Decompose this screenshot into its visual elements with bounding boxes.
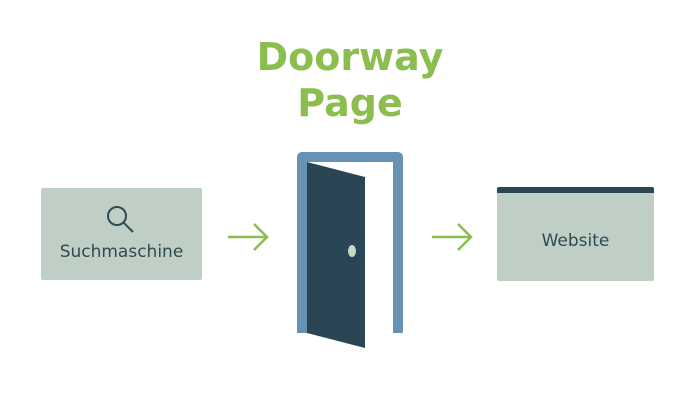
search-engine-node: Suchmaschine bbox=[41, 188, 202, 280]
title-line-2: Page bbox=[297, 81, 403, 125]
title-line-1: Doorway bbox=[256, 35, 444, 79]
door-icon bbox=[307, 162, 365, 348]
website-label: Website bbox=[541, 231, 610, 251]
arrow-right-icon bbox=[432, 223, 473, 251]
door-knob bbox=[348, 245, 356, 257]
door-frame bbox=[297, 152, 403, 333]
search-engine-label: Suchmaschine bbox=[59, 242, 184, 262]
website-node: Website bbox=[497, 187, 654, 281]
arrow-right-icon bbox=[228, 223, 269, 251]
search-icon bbox=[107, 206, 134, 233]
